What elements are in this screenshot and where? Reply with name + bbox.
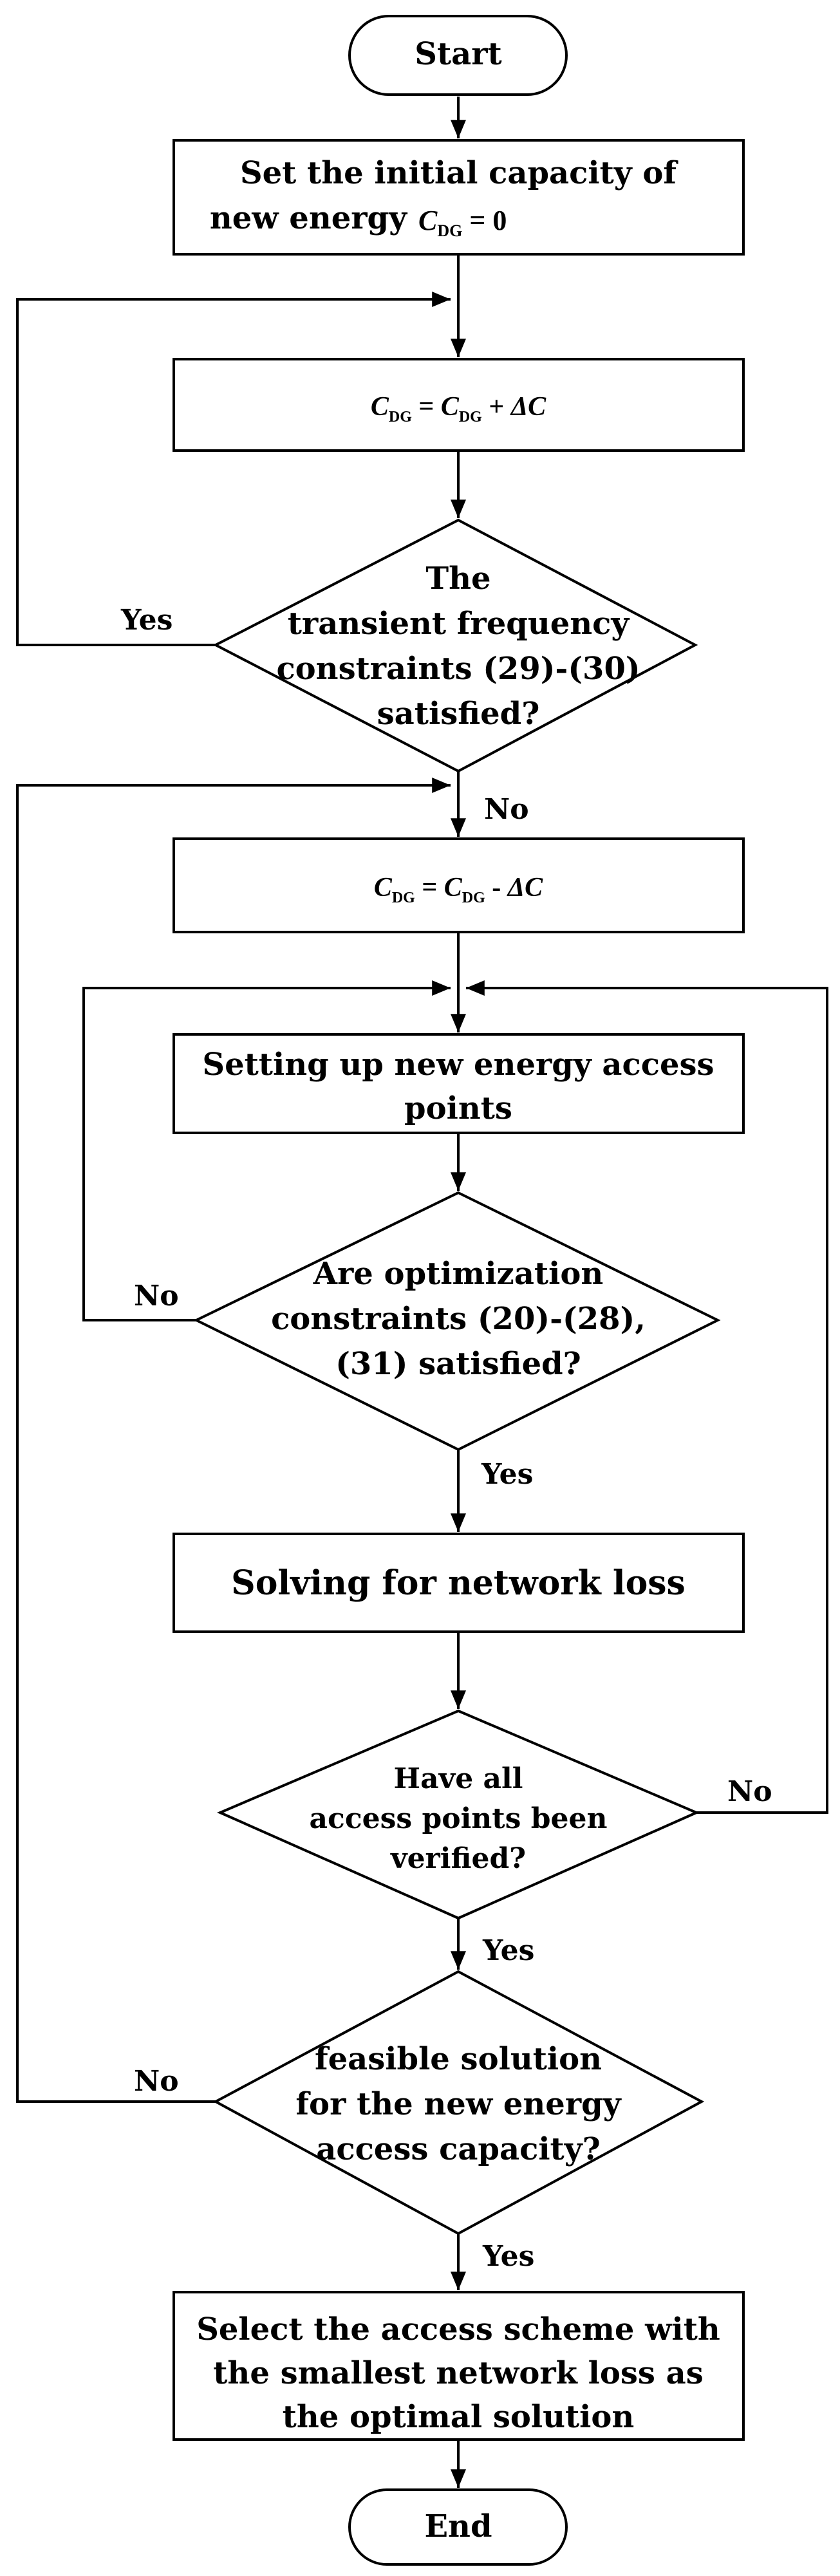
all-points-verified-decision: Have all access points been verified? — [216, 1709, 700, 1920]
init-capacity-box: Set the initial capacity of new energy C… — [173, 139, 745, 256]
optimization-no-label: No — [134, 1280, 179, 1312]
access-points-line2: points — [404, 1090, 512, 1126]
select-optimal-box: Select the access scheme with the smalle… — [173, 2291, 745, 2441]
optimization-line2: constraints (20)-(28), — [271, 1301, 646, 1337]
transient-yes-label: Yes — [120, 604, 173, 637]
select-line2: the smallest network loss as — [213, 2355, 703, 2391]
feasible-line2: for the new energy — [295, 2086, 622, 2122]
feasible-line1: feasible solution — [315, 2041, 602, 2077]
increase-var-rhs: C — [441, 392, 460, 422]
increase-var-lhs: C — [371, 392, 389, 422]
init-rest: = 0 — [462, 205, 507, 236]
verified-line1: Have all — [394, 1762, 523, 1795]
verified-no-label: No — [727, 1775, 772, 1808]
increase-formula: CDG = CDG + ΔC — [371, 392, 546, 425]
decrease-eq: = — [415, 873, 444, 902]
decrease-var-rhs: C — [444, 873, 463, 902]
init-line1: Set the initial capacity of — [240, 155, 678, 191]
feasible-solution-decision: feasible solution for the new energy acc… — [212, 1970, 705, 2235]
transient-no-label: No — [484, 793, 529, 826]
loop-feasible-no — [16, 778, 451, 2103]
decrease-formula: CDG = CDG - ΔC — [374, 873, 543, 906]
transient-line4: satisfied? — [377, 696, 540, 732]
connectors — [16, 97, 828, 2488]
decrease-sub-rhs: DG — [462, 890, 485, 906]
feasible-yes-label: Yes — [482, 2240, 534, 2273]
increase-capacity-box: CDG = CDG + ΔC — [173, 358, 745, 452]
increase-eq: = — [412, 392, 441, 422]
end-label: End — [424, 2508, 492, 2544]
access-points-box: Setting up new energy access points — [173, 1033, 745, 1134]
decrease-sign: - — [485, 873, 508, 902]
end-terminal: End — [348, 2488, 568, 2566]
verified-yes-label: Yes — [482, 1934, 534, 1967]
increase-sub-lhs: DG — [389, 409, 412, 425]
loop-transient-yes — [16, 292, 451, 646]
start-label: Start — [415, 36, 501, 72]
network-loss-label: Solving for network loss — [231, 1563, 686, 1603]
increase-sub-rhs: DG — [459, 409, 482, 425]
decrease-var-lhs: C — [374, 873, 393, 902]
transient-line1: The — [425, 561, 490, 597]
decrease-capacity-box: CDG = CDG - ΔC — [173, 837, 745, 933]
optimization-line1: Are optimization — [313, 1256, 603, 1292]
select-line3: the optimal solution — [283, 2399, 635, 2435]
feasible-no-label: No — [134, 2065, 179, 2098]
verified-line3: verified? — [390, 1842, 526, 1875]
init-sub: DG — [437, 221, 462, 240]
optimization-yes-label: Yes — [481, 1458, 533, 1491]
decrease-sub-lhs: DG — [392, 890, 415, 906]
loop-optimization-no — [82, 980, 451, 1321]
select-line1: Select the access scheme with — [196, 2311, 720, 2347]
increase-sign: + — [482, 392, 511, 422]
verified-line2: access points been — [310, 1802, 608, 1835]
decrease-delta: ΔC — [507, 873, 543, 902]
optimization-line3: (31) satisfied? — [335, 1346, 581, 1382]
loop-verified-no — [466, 980, 828, 1814]
network-loss-box: Solving for network loss — [173, 1533, 745, 1633]
init-line2: new energy — [210, 200, 408, 236]
increase-delta: ΔC — [510, 392, 546, 422]
start-terminal: Start — [348, 15, 568, 96]
init-formula: CDG = 0 — [418, 205, 507, 240]
feasible-line3: access capacity? — [316, 2131, 601, 2167]
init-var: C — [418, 205, 438, 236]
transient-line3: constraints (29)-(30) — [276, 651, 640, 687]
optimization-constraints-decision: Are optimization constraints (20)-(28), … — [193, 1191, 721, 1451]
transient-line2: transient frequency — [288, 606, 631, 642]
transient-frequency-decision: The transient frequency constraints (29)… — [212, 518, 698, 773]
access-points-line1: Setting up new energy access — [202, 1047, 714, 1083]
